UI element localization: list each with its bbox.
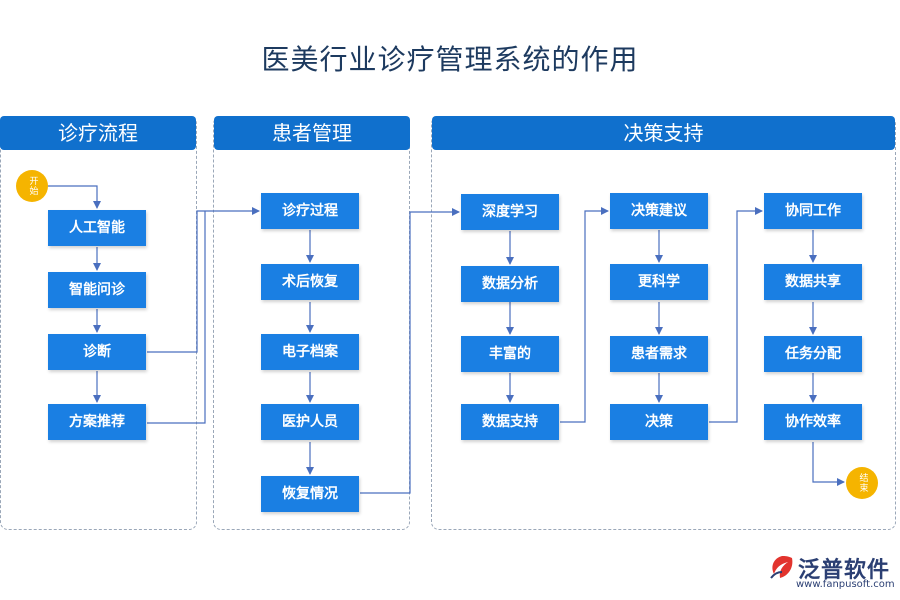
connector-patient-to-decision [360,208,460,494]
step-deep-learning: 深度学习 [461,194,559,230]
start-terminal: 开始 [16,170,48,202]
header-diagnosis: 诊疗流程 [0,116,196,150]
fanpu-logo-icon [770,556,793,579]
logo-url: www.fanpusoft.com [796,579,895,590]
end-terminal: 结束 [846,467,878,499]
step-patient-needs: 患者需求 [610,336,708,372]
step-decision: 决策 [610,404,708,440]
step-ai: 人工智能 [48,210,146,246]
step-treatment-process: 诊疗过程 [261,193,359,229]
connector-end [812,442,845,486]
step-e-records: 电子档案 [261,334,359,370]
step-recovery-status: 恢复情况 [261,476,359,512]
logo-name: 泛普软件 [798,558,891,583]
connector-diag-to-patient [147,207,260,353]
page-title: 医美行业诊疗管理系统的作用 [261,43,639,76]
step-smart-consult: 智能问诊 [48,272,146,308]
step-rich: 丰富的 [461,336,559,372]
step-data-sharing: 数据共享 [764,264,862,300]
connector-start [48,185,101,209]
step-data-analysis: 数据分析 [461,266,559,302]
step-data-support: 数据支持 [461,404,559,440]
step-decision-advice: 决策建议 [610,193,708,229]
step-collab-efficiency: 协作效率 [764,404,862,440]
step-medical-staff: 医护人员 [261,404,359,440]
brand-logo: 泛普软件 www.fanpusoft.com [768,552,895,596]
header-patient: 患者管理 [214,116,410,150]
step-more-scientific: 更科学 [610,264,708,300]
step-plan-recommend: 方案推荐 [48,404,146,440]
step-postop-recovery: 术后恢复 [261,264,359,300]
step-collaboration: 协同工作 [764,193,862,229]
step-diagnosis: 诊断 [48,334,146,370]
step-task-assignment: 任务分配 [764,336,862,372]
header-decision: 决策支持 [432,116,895,150]
